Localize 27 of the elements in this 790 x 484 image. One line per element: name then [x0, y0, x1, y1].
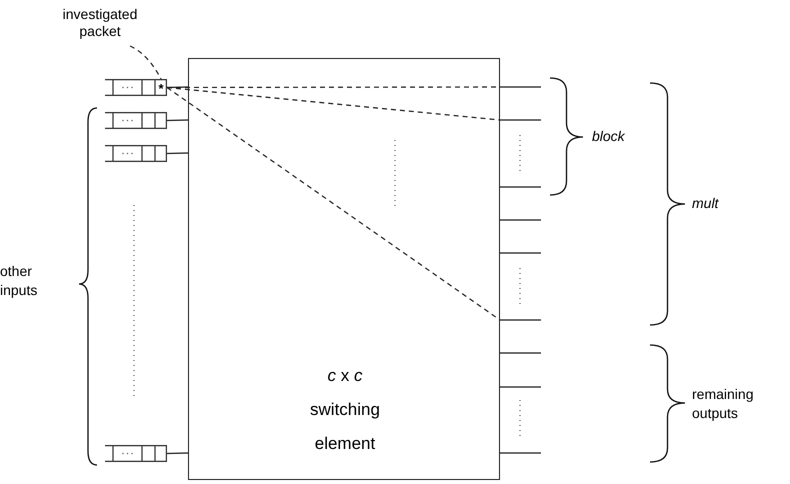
connection-line [166, 152, 188, 154]
connection-line [500, 452, 541, 454]
connection-line [500, 252, 541, 254]
packet-marker: * [157, 80, 165, 97]
element-name: switching element [309, 399, 381, 455]
connection-line [500, 119, 541, 121]
connection-line [500, 219, 541, 221]
packet-queue [105, 79, 167, 96]
callout-text: investigated packet [50, 6, 150, 46]
connection-line [500, 386, 541, 388]
connection-line [166, 119, 188, 122]
packet-queue [105, 445, 167, 462]
annotation-text: other inputs [0, 262, 38, 300]
leader-line [130, 45, 162, 80]
connection-line [500, 319, 541, 321]
connection-line [500, 86, 541, 88]
connection-line [166, 452, 188, 454]
packet-queue [105, 145, 167, 162]
connection-line [500, 352, 541, 354]
dashed-connection [166, 86, 500, 121]
connection-line [500, 186, 541, 188]
annotation-text: block [592, 127, 626, 146]
annotation-text: mult [692, 194, 720, 213]
dimension-text: c x c [326, 365, 364, 387]
switching-element-box [188, 58, 500, 480]
annotation-text: remaining outputs [692, 385, 754, 423]
packet-queue [105, 112, 167, 129]
